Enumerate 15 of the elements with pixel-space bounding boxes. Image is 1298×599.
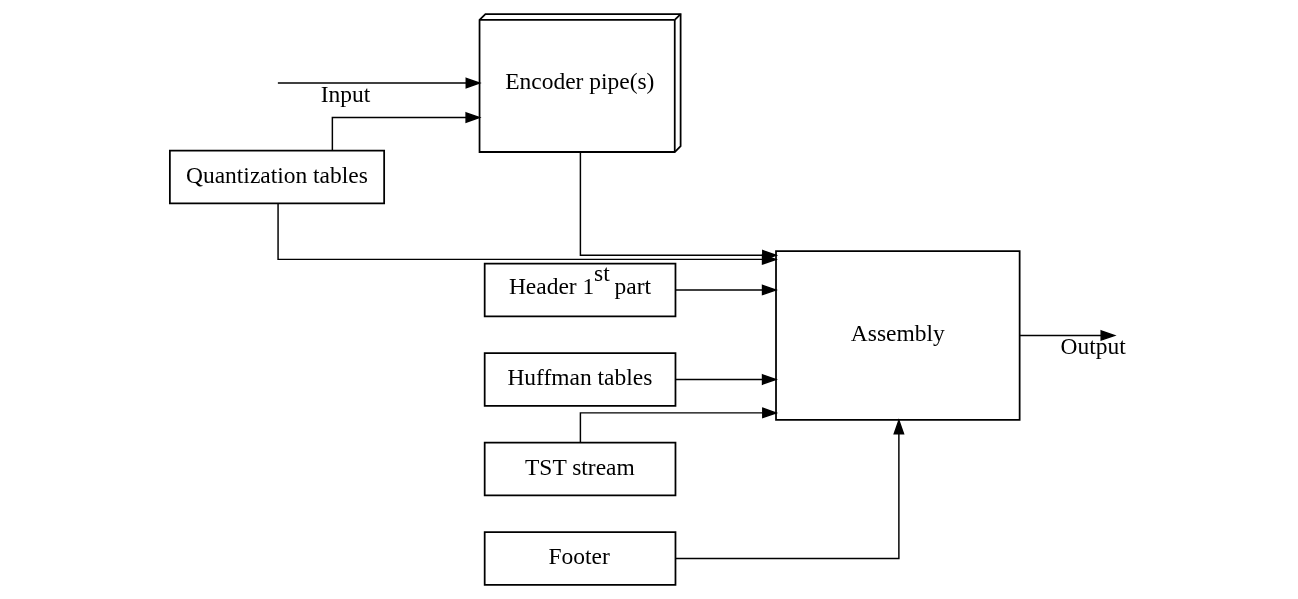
arrow xyxy=(1019,329,1117,342)
node-box: Assembly xyxy=(775,250,1021,421)
arrow xyxy=(675,418,905,560)
edge-label: Input xyxy=(320,80,371,107)
arrow xyxy=(331,111,482,151)
arrow xyxy=(675,284,778,296)
arrow xyxy=(579,151,779,261)
arrow xyxy=(579,407,779,443)
edge-label: Output xyxy=(1060,333,1126,360)
node-box: Quantization tables xyxy=(169,149,386,205)
node-box: Footer xyxy=(483,531,677,586)
arrow xyxy=(675,373,778,386)
node-box: TST stream xyxy=(483,441,677,497)
node-box: Huffman tables xyxy=(483,352,677,407)
arrow xyxy=(277,77,482,89)
